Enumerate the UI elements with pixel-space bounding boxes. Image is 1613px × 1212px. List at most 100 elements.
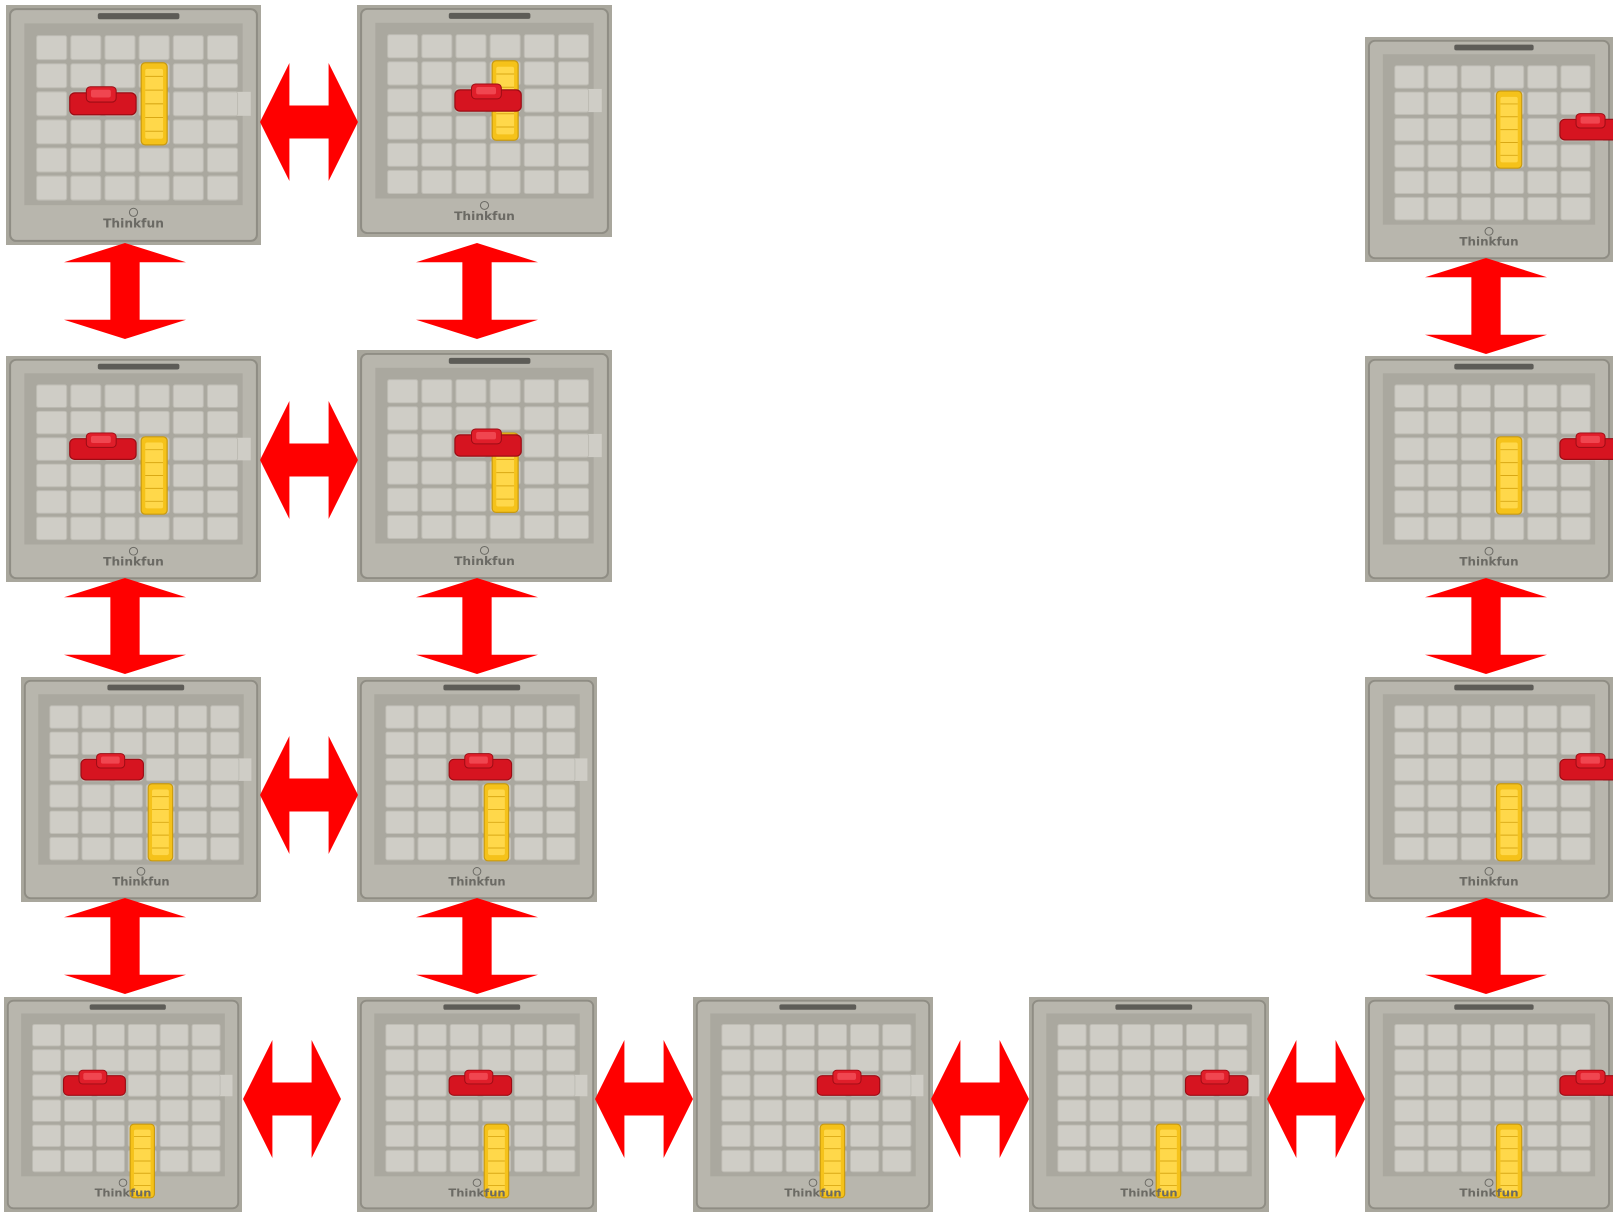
board-graphic: Thinkfun (1365, 37, 1613, 262)
double-arrow-icon (416, 243, 538, 339)
board-state-s11: Thinkfun (1365, 997, 1613, 1212)
double-arrow-s5-s7 (64, 898, 186, 994)
double-arrow-icon (243, 1040, 341, 1158)
double-arrow-s13-s14 (1425, 258, 1547, 354)
red-car (1559, 432, 1613, 460)
brand-logo-icon (118, 1178, 128, 1187)
board-state-s14: Thinkfun (1365, 37, 1613, 262)
brand-logo-icon (808, 1178, 818, 1187)
brand-logo-text: Thinkfun (784, 1187, 841, 1200)
double-arrow-icon (64, 243, 186, 339)
brand-logo-icon (1144, 1178, 1154, 1187)
red-car (448, 753, 513, 781)
board-graphic: Thinkfun (1029, 997, 1269, 1212)
brand-logo-icon (128, 546, 139, 556)
double-arrow-icon (260, 63, 358, 181)
board-state-s3: Thinkfun (6, 356, 261, 582)
double-arrow-s8-s9 (595, 1040, 693, 1158)
double-arrow-icon (1425, 898, 1547, 994)
red-car (1559, 753, 1613, 781)
board-state-s4: Thinkfun (357, 350, 612, 582)
board-state-s7: Thinkfun (4, 997, 242, 1212)
double-arrow-icon (416, 898, 538, 994)
red-car (448, 1069, 513, 1096)
brand-logo-icon (1484, 1178, 1494, 1187)
red-car (1559, 113, 1613, 141)
red-car (454, 83, 522, 112)
double-arrow-s1-s2 (260, 63, 358, 181)
double-arrow-s4-s6 (416, 578, 538, 674)
board-state-s6: Thinkfun (357, 677, 597, 902)
brand-logo-icon (1484, 227, 1494, 236)
brand-logo-icon (136, 867, 146, 876)
yellow-truck (483, 783, 510, 862)
board-state-s12: Thinkfun (1365, 677, 1613, 902)
red-car (69, 86, 137, 116)
double-arrow-s10-s11 (1267, 1040, 1365, 1158)
red-car (80, 753, 144, 781)
brand-logo-icon (1484, 867, 1494, 876)
double-arrow-s5-s6 (260, 736, 358, 854)
brand-logo-text: Thinkfun (1459, 1186, 1518, 1199)
brand-logo-icon (472, 1178, 482, 1187)
red-car (62, 1069, 126, 1096)
double-arrow-s2-s4 (416, 243, 538, 339)
board-graphic: Thinkfun (1365, 356, 1613, 582)
double-arrow-icon (1425, 578, 1547, 674)
double-arrow-s3-s4 (260, 401, 358, 519)
red-car (1184, 1069, 1249, 1096)
yellow-truck (483, 1123, 510, 1199)
board-state-s10: Thinkfun (1029, 997, 1269, 1212)
double-arrow-icon (260, 401, 358, 519)
double-arrow-s3-s5 (64, 578, 186, 674)
board-state-s13: Thinkfun (1365, 356, 1613, 582)
yellow-truck (129, 1123, 155, 1199)
brand-logo-text: Thinkfun (454, 209, 515, 223)
double-arrow-icon (64, 898, 186, 994)
board-graphic: Thinkfun (6, 356, 261, 582)
board-graphic: Thinkfun (357, 350, 612, 582)
board-graphic: Thinkfun (357, 997, 597, 1212)
board-graphic: Thinkfun (357, 5, 612, 237)
double-arrow-icon (1425, 258, 1547, 354)
brand-logo-icon (472, 867, 482, 876)
brand-logo-text: Thinkfun (95, 1187, 152, 1200)
yellow-truck (140, 62, 168, 146)
brand-logo-text: Thinkfun (103, 555, 164, 569)
double-arrow-s11-s12 (1425, 898, 1547, 994)
board-state-s5: Thinkfun (21, 677, 261, 902)
board-graphic: Thinkfun (1365, 997, 1613, 1212)
double-arrow-icon (64, 578, 186, 674)
red-car (1559, 1069, 1613, 1096)
red-car (816, 1069, 881, 1096)
board-graphic: Thinkfun (6, 5, 261, 245)
double-arrow-s9-s10 (931, 1040, 1029, 1158)
yellow-truck (819, 1123, 846, 1199)
board-graphic: Thinkfun (21, 677, 261, 902)
brand-logo-text: Thinkfun (1459, 235, 1518, 249)
board-graphic: Thinkfun (693, 997, 933, 1212)
brand-logo-icon (128, 207, 139, 217)
red-car (69, 432, 137, 460)
yellow-truck (1495, 90, 1523, 169)
double-arrow-icon (416, 578, 538, 674)
yellow-truck (1495, 436, 1523, 515)
yellow-truck (147, 783, 174, 862)
brand-logo-text: Thinkfun (454, 554, 515, 568)
yellow-truck (140, 436, 168, 515)
brand-logo-text: Thinkfun (448, 1187, 505, 1200)
board-graphic: Thinkfun (1365, 677, 1613, 902)
brand-logo-text: Thinkfun (112, 875, 169, 889)
double-arrow-s12-s13 (1425, 578, 1547, 674)
double-arrow-icon (260, 736, 358, 854)
board-graphic: Thinkfun (4, 997, 242, 1212)
brand-logo-icon (479, 200, 490, 210)
yellow-truck (1495, 783, 1523, 862)
board-state-s9: Thinkfun (693, 997, 933, 1212)
brand-logo-icon (1484, 546, 1494, 556)
board-graphic: Thinkfun (357, 677, 597, 902)
double-arrow-s7-s8 (243, 1040, 341, 1158)
brand-logo-text: Thinkfun (103, 217, 164, 231)
board-state-s2: Thinkfun (357, 5, 612, 237)
yellow-truck (1155, 1123, 1182, 1199)
